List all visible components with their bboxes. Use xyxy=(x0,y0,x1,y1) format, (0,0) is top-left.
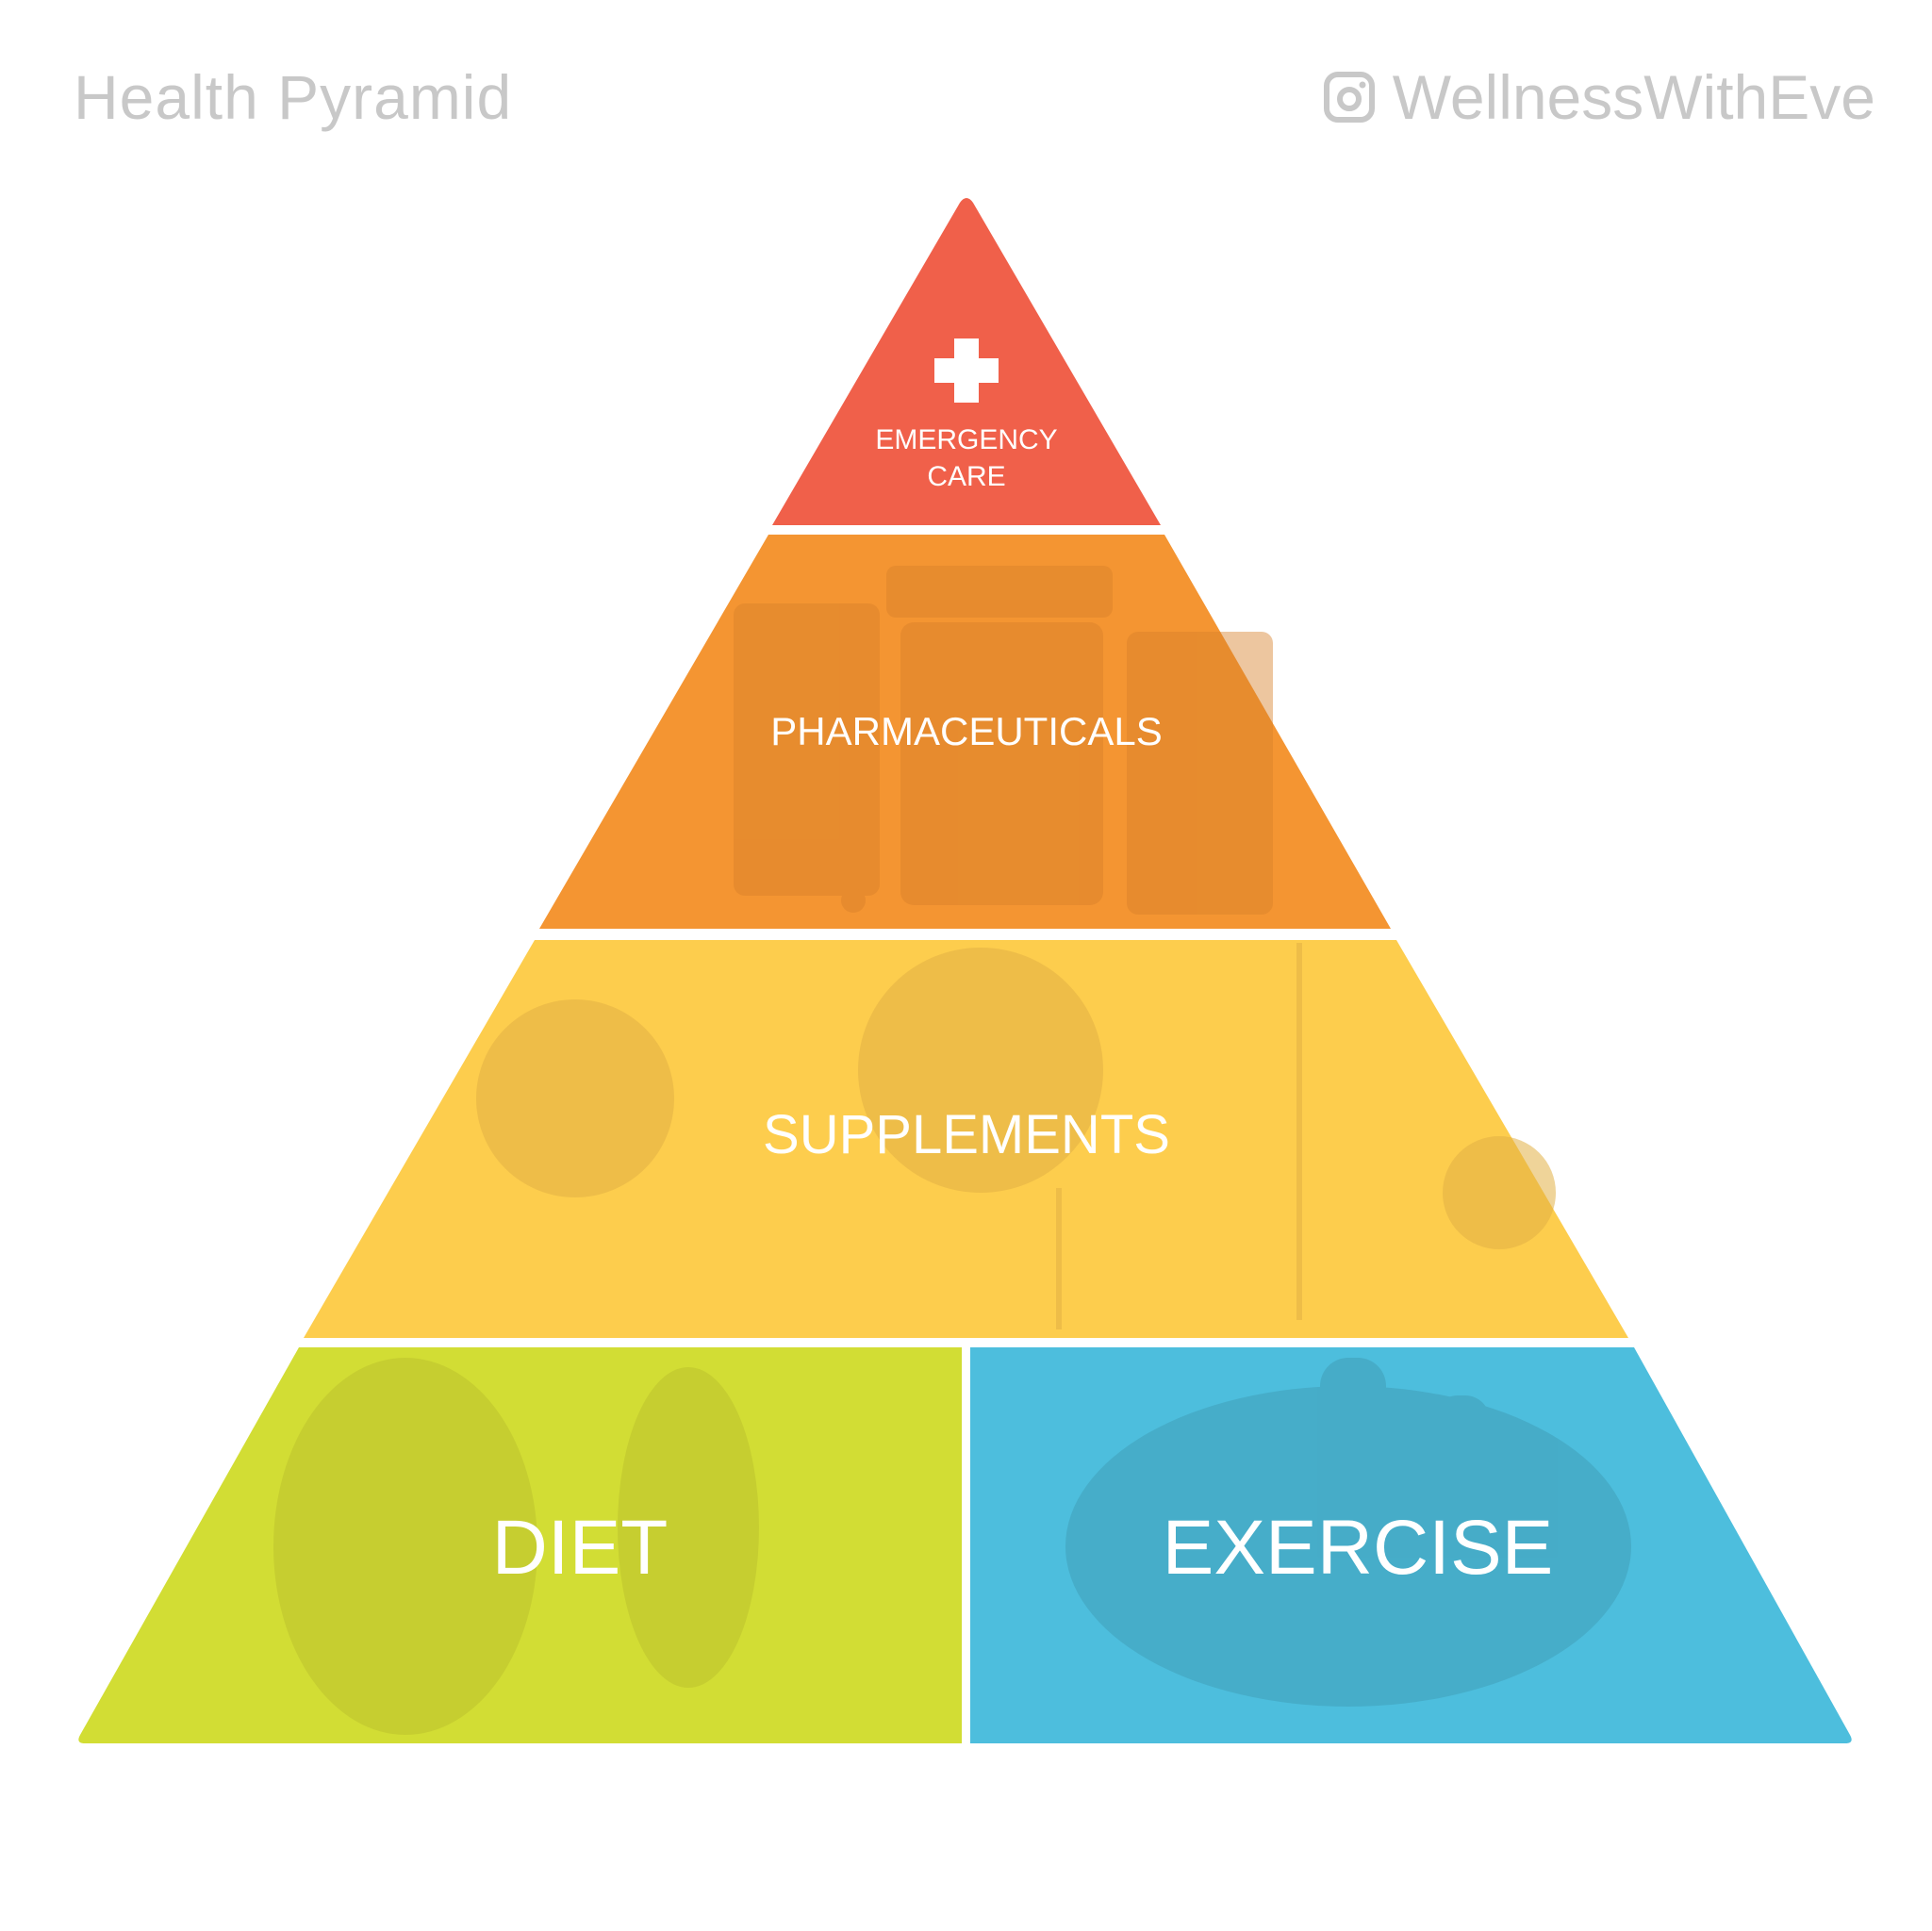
flowers-illustration xyxy=(476,943,1556,1329)
tier-emergency-label-line1: EMERGENCY xyxy=(875,424,1057,455)
tier-emergency: EMERGENCY CARE xyxy=(772,198,1161,525)
instagram-icon xyxy=(1323,72,1375,123)
pill-bottles-illustration xyxy=(734,566,1273,915)
tier-pharmaceuticals-label: PHARMACEUTICALS xyxy=(770,709,1162,753)
social-handle[interactable]: WellnessWithEve xyxy=(1323,66,1875,128)
page-title: Health Pyramid xyxy=(74,62,513,132)
tier-exercise-label: EXERCISE xyxy=(1163,1505,1554,1591)
tier-emergency-label-line2: CARE xyxy=(927,461,1005,492)
tier-exercise: EXERCISE xyxy=(970,1347,1852,1743)
cross-icon xyxy=(934,338,999,403)
tier-diet-label: DIET xyxy=(492,1505,669,1591)
heart-illustration xyxy=(1065,1358,1631,1707)
tier-pharmaceuticals: PHARMACEUTICALS xyxy=(539,535,1391,929)
tier-diet: DIET xyxy=(78,1347,963,1743)
tier-supplements-label: SUPPLEMENTS xyxy=(763,1104,1170,1165)
social-handle-text: WellnessWithEve xyxy=(1392,62,1875,132)
tier-supplements: SUPPLEMENTS xyxy=(304,940,1628,1338)
avocado-illustration xyxy=(273,1358,759,1735)
tier-pharmaceuticals-shape xyxy=(539,535,1391,929)
